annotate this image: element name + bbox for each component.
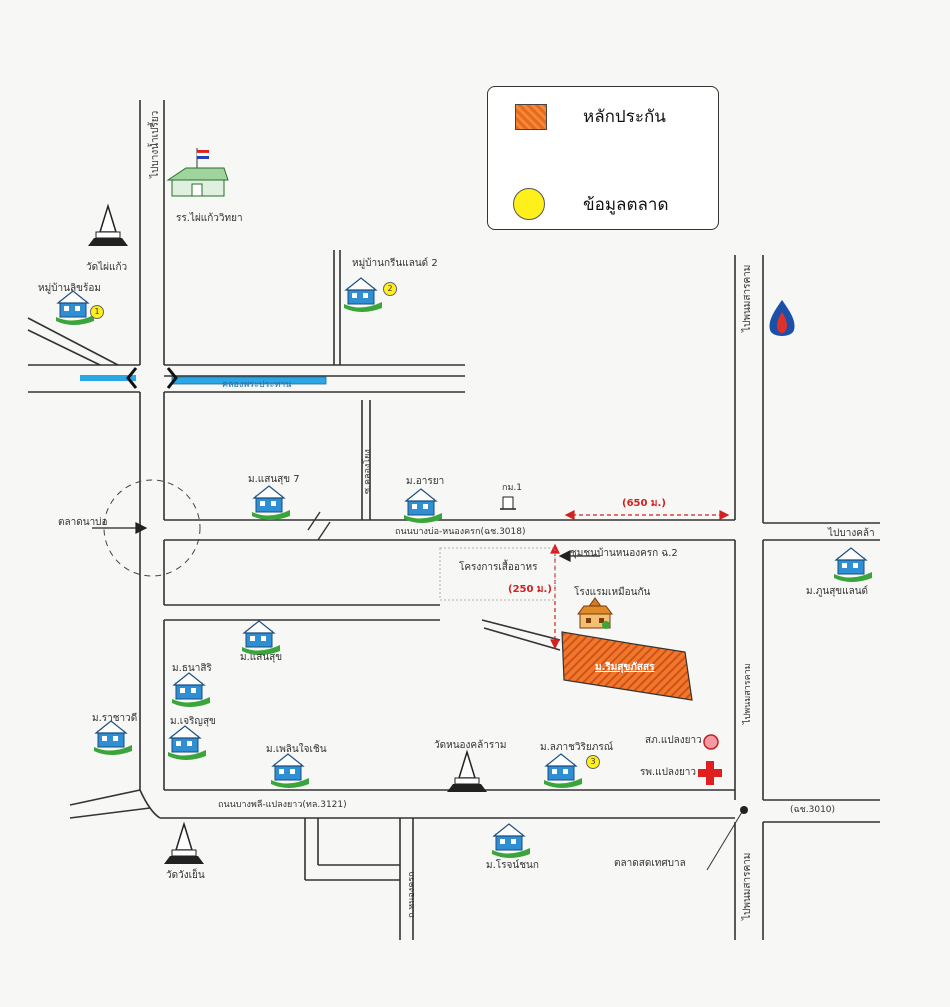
label-rojchanaka: ม.โรจน์ชนก	[486, 860, 539, 871]
canal-water	[171, 376, 327, 385]
market-data-swatch	[513, 188, 545, 220]
pointer-line	[706, 811, 743, 871]
label-lakhiwiriya: ม.ลภาชวิริยภรณ์	[540, 742, 613, 753]
label-wat-nongkhla: วัดหนองคล้าราม	[434, 740, 507, 751]
label-charoensuk: ม.เจริญสุข	[170, 716, 216, 727]
label-road-nongkhrok: ถ.หนองครก	[407, 871, 417, 919]
temple-icon-wangyen	[163, 823, 205, 865]
village-icon-rojchanaka	[491, 823, 531, 859]
village-icon-pleonplern	[270, 753, 310, 789]
market-data-label: ข้อมูลตลาด	[583, 195, 669, 215]
label-to-phanom: ไปพนมสารคาม	[742, 264, 753, 332]
label-distance-650: (650 ม.)	[622, 498, 666, 509]
label-south-road: ถนนบางพลี-แปลงยาว(ทล.3121)	[218, 800, 347, 810]
collateral-swatch	[515, 104, 547, 130]
label-wat-phaikaeo: วัดไผ่แก้ว	[86, 262, 128, 273]
bridge-mark-main	[307, 511, 331, 541]
label-canal: คลองพระประทาน	[222, 380, 292, 390]
label-araya: ม.อารยา	[406, 476, 445, 487]
hotel-icon	[577, 597, 613, 629]
collateral-parcel	[561, 631, 693, 701]
market-marker-3: 3	[586, 755, 600, 769]
police-icon	[703, 734, 719, 750]
label-rachawadi: ม.ราชาวดี	[92, 713, 138, 724]
label-market: ตลาดนาบ่อ	[58, 517, 108, 528]
label-pleonplern: ม.เพลินใจเชิน	[266, 744, 327, 755]
village-icon-thanasiri	[171, 672, 211, 708]
village-icon-supradis	[833, 547, 873, 583]
label-village-1: หมู่บ้านลิขร้อม	[38, 283, 101, 294]
label-hotel: โรงแรมเหมือนกัน	[574, 587, 651, 598]
roundabout	[103, 479, 201, 577]
label-school: รร.ไผ่แก้ววิทยา	[176, 213, 243, 224]
temple-icon-nongkhla	[446, 751, 488, 793]
market-marker-2: 2	[383, 282, 397, 296]
label-thanasiri: ม.ธนาสิริ	[172, 663, 212, 674]
road-network	[27, 100, 880, 940]
label-hospital: รพ.แปลงยาว	[640, 767, 697, 778]
label-to-bangnam: ไปบางน้ำเปรี้ยว	[150, 110, 161, 178]
village-icon-lakhiwiriya	[543, 753, 583, 789]
legend-box: หลักประกัน ข้อมูลตลาด	[487, 86, 719, 230]
bridge-mark-left	[126, 367, 138, 389]
label-to-south: ไปพนมสารคาม	[742, 852, 753, 920]
hospital-icon	[698, 761, 722, 785]
direction-arrows	[92, 522, 600, 562]
gas-station-icon	[769, 300, 795, 336]
label-supradis: ม.ภูนสุขแลนด์	[806, 586, 869, 597]
project-box	[439, 547, 556, 601]
intersection-dot	[740, 806, 748, 814]
school-icon	[166, 148, 229, 197]
label-police: สภ.แปลงยาว	[645, 735, 702, 746]
label-distance-250: (250 ม.)	[508, 584, 552, 595]
village-icon-saensuk	[241, 620, 281, 656]
temple-icon-phaikaeo	[87, 205, 129, 247]
label-to-bangkhla: ไปบางคล้า	[828, 528, 875, 539]
village-icon-araya	[403, 488, 443, 524]
village-icon-saensuk7	[251, 485, 291, 521]
label-road-3010: (ฉช.3010)	[790, 805, 836, 815]
distance-markers	[550, 510, 730, 650]
collateral-label: หลักประกัน	[583, 107, 666, 127]
label-saensuk7: ม.แสนสุข 7	[248, 474, 300, 485]
village-icon-charoensuk	[167, 725, 207, 761]
label-saensuk: ม.แสนสุข	[240, 652, 283, 663]
village-icon-1	[55, 290, 95, 326]
label-project: โครงการเสื้ออาหร	[459, 562, 538, 573]
label-main-road: ถนนบางบ่อ-หนองครก(ฉช.3018)	[395, 527, 526, 537]
label-village-green: หมู่บ้านกรีนแลนด์ 2	[352, 258, 438, 269]
label-community: ชุมชนบ้านหนองครก ฉ.2	[570, 548, 678, 559]
km-post-icon	[500, 496, 516, 510]
market-marker-1: 1	[90, 305, 104, 319]
label-wat-wangyen: วัดวังเย็น	[166, 870, 205, 881]
label-road-right: ไปพนมสารคาม	[743, 663, 753, 724]
label-soi: ซ.คลองโยง	[363, 449, 373, 494]
canal-water-left	[80, 375, 136, 381]
village-icon-green	[343, 277, 383, 313]
bridge-mark-right	[166, 367, 178, 389]
label-subject: ม.ริมสุขภัสสร	[595, 662, 655, 673]
label-km: กม.1	[502, 483, 522, 493]
village-icon-rachawadi	[93, 720, 133, 756]
label-market-sad: ตลาดสดเทศบาล	[614, 858, 686, 869]
